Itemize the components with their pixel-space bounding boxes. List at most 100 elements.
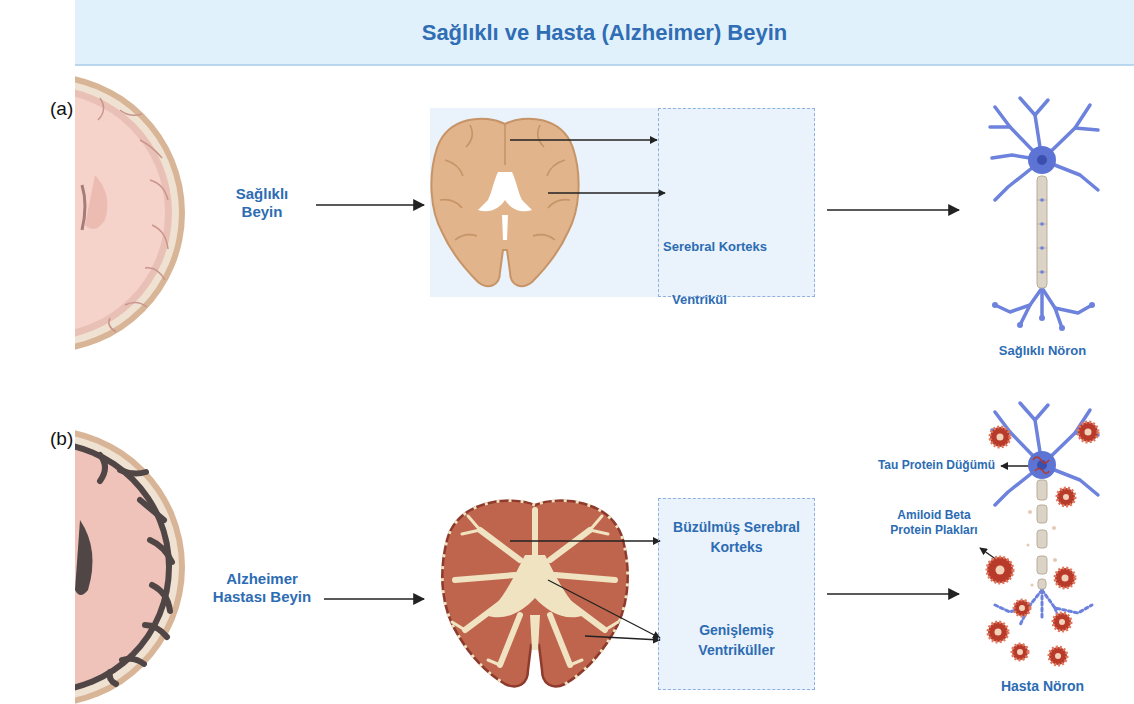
alzheimer-coronal-brain bbox=[485, 555, 585, 617]
alzheimer-brain-scan bbox=[75, 520, 93, 595]
panel-letter: (b) bbox=[50, 428, 84, 450]
amyloid-plaque bbox=[1057, 488, 1075, 506]
amyloid-plaque bbox=[1055, 653, 1061, 659]
healthy-coronal-brain bbox=[548, 200, 570, 208]
healthy-neuron bbox=[1037, 155, 1047, 165]
alzheimer-brain-scan bbox=[75, 427, 185, 704]
flow-arrow bbox=[827, 209, 959, 211]
alzheimer-brain-scan bbox=[75, 446, 166, 688]
panel-ground bbox=[430, 108, 815, 297]
healthy-brain-scan bbox=[98, 98, 168, 332]
flow-arrow bbox=[827, 593, 959, 595]
alzheimer-coronal-brain bbox=[468, 516, 480, 530]
alzheimer-brain-scan bbox=[75, 427, 185, 704]
alzheimer-coronal-brain bbox=[462, 530, 480, 534]
healthy-neuron bbox=[1059, 325, 1065, 331]
healthy-coronal-brain bbox=[504, 124, 506, 165]
alzheimer-coronal-brain bbox=[455, 575, 515, 580]
amyloid-plaque bbox=[988, 622, 1008, 642]
diseased-neuron bbox=[1027, 510, 1058, 587]
healthy-coronal-brain bbox=[431, 119, 578, 286]
alzheimer-coronal-brain bbox=[555, 575, 615, 580]
diseased-neuron bbox=[1037, 530, 1047, 548]
callout-label: Tau Protein Düğümü bbox=[850, 458, 995, 473]
leader-line bbox=[510, 540, 660, 541]
diseased-neuron bbox=[992, 403, 1098, 505]
panel-ground bbox=[658, 498, 815, 690]
healthy-brain-scan bbox=[75, 86, 172, 340]
healthy-coronal-brain bbox=[547, 160, 565, 176]
healthy-neuron bbox=[1028, 146, 1056, 174]
healthy-brain-scan bbox=[75, 93, 165, 333]
alzheimer-coronal-brain bbox=[455, 510, 615, 665]
healthy-coronal-brain bbox=[466, 125, 472, 147]
alzheimer-coronal-brain bbox=[605, 622, 618, 630]
healthy-coronal-brain bbox=[431, 119, 578, 286]
neuron-node: Hasta Nöron bbox=[965, 400, 1124, 700]
alzheimer-coronal-brain bbox=[488, 660, 500, 665]
title-band bbox=[75, 64, 1134, 66]
alzheimer-brain-scan bbox=[140, 500, 164, 520]
amyloid-plaque bbox=[987, 422, 1098, 665]
healthy-neuron bbox=[1040, 288, 1044, 318]
healthy-brain-scan bbox=[125, 302, 147, 307]
alzheimer-coronal-brain bbox=[590, 516, 602, 530]
amyloid-plaque bbox=[997, 434, 1004, 441]
healthy-brain-scan bbox=[98, 98, 104, 120]
brain-panel: Büzülmüş Serebral KorteksGenişlemiş Vent… bbox=[430, 498, 815, 690]
healthy-brain-scan bbox=[120, 110, 142, 115]
diseased-neuron bbox=[1027, 544, 1030, 547]
alzheimer-brain-scan bbox=[152, 585, 170, 611]
healthy-brain-scan bbox=[75, 73, 185, 353]
healthy-brain-scan bbox=[150, 180, 168, 200]
healthy-neuron bbox=[1040, 222, 1044, 226]
diseased-neuron bbox=[1041, 590, 1044, 620]
amyloid-plaque bbox=[1049, 647, 1067, 665]
amyloid-plaque bbox=[1059, 619, 1065, 625]
diseased-neuron bbox=[1028, 451, 1056, 479]
diseased-neuron bbox=[995, 590, 1092, 628]
healthy-brain-scan bbox=[152, 225, 168, 249]
healthy-neuron bbox=[1035, 100, 1048, 115]
healthy-neuron bbox=[1042, 288, 1092, 313]
alzheimer-coronal-brain bbox=[532, 510, 538, 560]
healthy-neuron bbox=[1089, 302, 1095, 308]
diseased-neuron bbox=[1038, 579, 1046, 589]
healthy-brain-scan bbox=[82, 185, 85, 230]
diseased-neuron bbox=[1033, 457, 1049, 463]
healthy-neuron bbox=[990, 98, 1098, 328]
amyloid-plaque bbox=[1078, 422, 1098, 442]
healthy-brain-scan bbox=[75, 79, 179, 347]
part-label: Hasta Nöron bbox=[965, 678, 1120, 695]
alzheimer-coronal-brain bbox=[550, 615, 570, 665]
diseased-neuron bbox=[1035, 405, 1048, 420]
part-label: Ventrikül bbox=[672, 292, 792, 308]
alzheimer-brain-scan bbox=[100, 455, 105, 481]
amyloid-plaque bbox=[1062, 575, 1069, 582]
neuron-node: Sağlıklı Nöron bbox=[965, 90, 1124, 365]
alzheimer-brain-scan bbox=[120, 470, 146, 474]
leader-line bbox=[585, 636, 660, 640]
healthy-neuron bbox=[1039, 315, 1045, 321]
healthy-brain-scan bbox=[109, 318, 116, 332]
healthy-neuron bbox=[995, 288, 1042, 312]
alzheimer-brain-scan bbox=[75, 440, 172, 694]
healthy-coronal-brain bbox=[455, 235, 477, 240]
leader-line bbox=[510, 140, 1036, 640]
amyloid-plaque bbox=[996, 566, 1005, 575]
caption-node: Alzheimer Hastası Beyin bbox=[212, 570, 312, 628]
diseased-neuron bbox=[1028, 510, 1032, 514]
brain-panel: Serebral KorteksVentrikül bbox=[430, 108, 815, 312]
alzheimer-coronal-brain bbox=[550, 530, 590, 560]
healthy-coronal-brain bbox=[440, 200, 462, 208]
dashed-panel bbox=[658, 108, 815, 297]
alzheimer-coronal-brain bbox=[452, 516, 618, 665]
amyloid-plaque bbox=[1019, 605, 1025, 611]
alzheimer-brain-scan bbox=[150, 540, 172, 562]
part-label: Serebral Korteks bbox=[663, 239, 811, 255]
healthy-neuron bbox=[1037, 200, 1047, 272]
healthy-neuron bbox=[1020, 305, 1030, 325]
